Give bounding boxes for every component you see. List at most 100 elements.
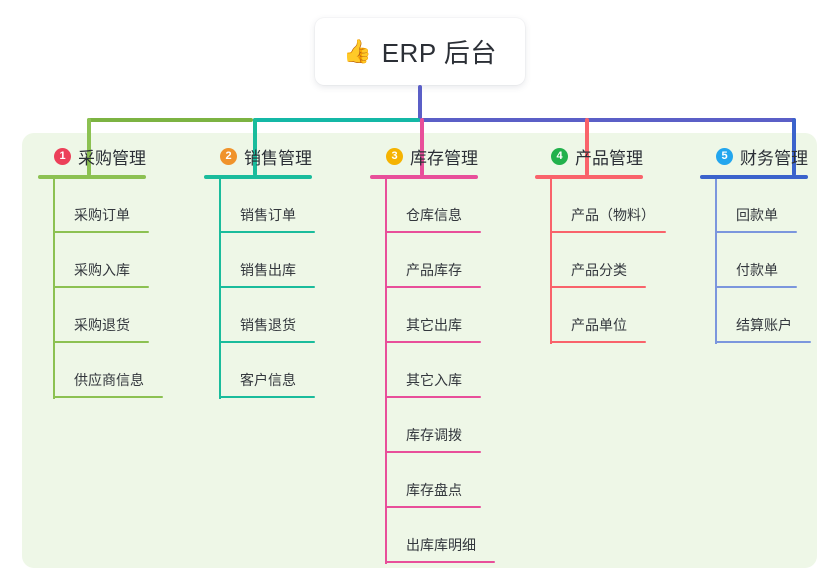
menu-item[interactable]: 库存调拨: [385, 399, 481, 454]
menu-item[interactable]: 结算账户: [715, 289, 811, 344]
column-5: 5 财务管理回款单付款单结算账户: [700, 143, 811, 344]
column-underline-2: [204, 175, 312, 179]
connector-drop-column-5: [792, 118, 796, 176]
menu-item-rule: [550, 231, 666, 233]
menu-item-label: 采购退货: [74, 317, 130, 333]
column-badge-2: 2: [220, 147, 237, 165]
menu-item-label: 产品分类: [571, 262, 627, 278]
root-node-title: ERP 后台: [381, 38, 497, 68]
column-4: 4 产品管理产品（物料） 产品分类产品单位: [535, 143, 666, 344]
column-body-1: 采购订单采购入库采购退货供应商信息: [53, 179, 163, 399]
menu-item[interactable]: 其它入库: [385, 344, 481, 399]
column-badge-5: 5: [716, 147, 733, 165]
menu-item-label: 采购入库: [74, 262, 130, 278]
connector-bar-segment-2: [253, 118, 420, 122]
menu-item-label: 产品（物料）: [571, 207, 655, 223]
menu-item[interactable]: 销售退货: [219, 289, 315, 344]
column-spine-3: [385, 179, 387, 564]
menu-item-label: 其它入库: [406, 372, 462, 388]
column-title-2: 销售管理: [244, 148, 312, 168]
menu-item[interactable]: 回款单: [715, 179, 808, 234]
menu-item[interactable]: 出库库明细: [385, 509, 495, 564]
menu-item-rule: [385, 561, 495, 563]
menu-item-label: 销售订单: [240, 207, 296, 223]
column-spine-1: [53, 179, 55, 399]
column-body-3: 仓库信息产品库存其它出库其它入库库存调拨库存盘点出库库明细: [385, 179, 495, 564]
menu-item-rule: [53, 341, 149, 343]
menu-item-rule: [715, 341, 811, 343]
menu-item-label: 库存调拨: [406, 427, 462, 443]
menu-item-rule: [53, 231, 149, 233]
connector-bar-segment-3: [420, 118, 796, 122]
column-3: 3 库存管理仓库信息产品库存其它出库其它入库库存调拨库存盘点出库库明细: [370, 143, 495, 564]
menu-item-label: 库存盘点: [406, 482, 462, 498]
column-badge-3: 3: [386, 147, 403, 165]
column-body-2: 销售订单销售出库销售退货客户信息: [219, 179, 315, 399]
menu-item[interactable]: 供应商信息: [53, 344, 163, 399]
menu-item[interactable]: 其它出库: [385, 289, 481, 344]
menu-item-label: 付款单: [736, 262, 778, 278]
menu-item[interactable]: 采购入库: [53, 234, 149, 289]
menu-item-rule: [385, 286, 481, 288]
connector-root-drop: [418, 85, 422, 122]
menu-item-rule: [53, 286, 149, 288]
menu-item-rule: [219, 341, 315, 343]
menu-item-label: 出库库明细: [406, 537, 476, 553]
diagram-background-panel: [22, 133, 817, 568]
connector-drop-column-2: [253, 118, 257, 176]
menu-item-label: 其它出库: [406, 317, 462, 333]
column-title-5: 财务管理: [740, 148, 808, 168]
menu-item[interactable]: 产品分类: [550, 234, 646, 289]
menu-item[interactable]: 仓库信息: [385, 179, 481, 234]
column-header-4[interactable]: 4 产品管理: [535, 143, 643, 169]
menu-item-label: 采购订单: [74, 207, 130, 223]
thumbs-up-icon: 👍: [343, 38, 372, 64]
menu-item-label: 结算账户: [736, 317, 792, 333]
menu-item-rule: [219, 231, 315, 233]
column-header-2[interactable]: 2 销售管理: [204, 143, 312, 169]
column-underline-4: [535, 175, 643, 179]
connector-drop-column-3: [420, 118, 424, 176]
menu-item[interactable]: 付款单: [715, 234, 808, 289]
column-2: 2 销售管理销售订单销售出库销售退货客户信息: [204, 143, 315, 399]
menu-item-label: 供应商信息: [74, 372, 144, 388]
column-badge-4: 4: [551, 147, 568, 165]
menu-item[interactable]: 销售订单: [219, 179, 315, 234]
menu-item[interactable]: 产品（物料）: [550, 179, 666, 234]
menu-item-label: 产品库存: [406, 262, 462, 278]
column-underline-1: [38, 175, 146, 179]
menu-item[interactable]: 客户信息: [219, 344, 315, 399]
menu-item[interactable]: 产品单位: [550, 289, 646, 344]
menu-item[interactable]: 采购订单: [53, 179, 149, 234]
menu-item-rule: [550, 341, 646, 343]
menu-item-rule: [385, 506, 481, 508]
menu-item-rule: [219, 286, 315, 288]
column-title-4: 产品管理: [575, 148, 643, 168]
menu-item-rule: [219, 396, 315, 398]
column-header-3[interactable]: 3 库存管理: [370, 143, 478, 169]
menu-item-rule: [715, 231, 797, 233]
root-node-erp-backend[interactable]: 👍 ERP 后台: [315, 18, 525, 85]
menu-item-rule: [550, 286, 646, 288]
menu-item-rule: [385, 396, 481, 398]
column-underline-5: [700, 175, 808, 179]
menu-item[interactable]: 产品库存: [385, 234, 481, 289]
menu-item[interactable]: 销售出库: [219, 234, 315, 289]
menu-item-rule: [385, 451, 481, 453]
menu-item[interactable]: 采购退货: [53, 289, 149, 344]
menu-item-label: 销售退货: [240, 317, 296, 333]
menu-item-label: 回款单: [736, 207, 778, 223]
menu-item-rule: [385, 341, 481, 343]
column-underline-3: [370, 175, 478, 179]
column-title-1: 采购管理: [78, 148, 146, 168]
menu-item-rule: [53, 396, 163, 398]
menu-item-label: 客户信息: [240, 372, 296, 388]
menu-item-rule: [385, 231, 481, 233]
column-header-1[interactable]: 1 采购管理: [38, 143, 146, 169]
menu-item-label: 产品单位: [571, 317, 627, 333]
menu-item[interactable]: 库存盘点: [385, 454, 481, 509]
column-title-3: 库存管理: [410, 148, 478, 168]
connector-drop-column-4: [585, 118, 589, 176]
column-badge-1: 1: [54, 147, 71, 165]
column-header-5[interactable]: 5 财务管理: [700, 143, 808, 169]
